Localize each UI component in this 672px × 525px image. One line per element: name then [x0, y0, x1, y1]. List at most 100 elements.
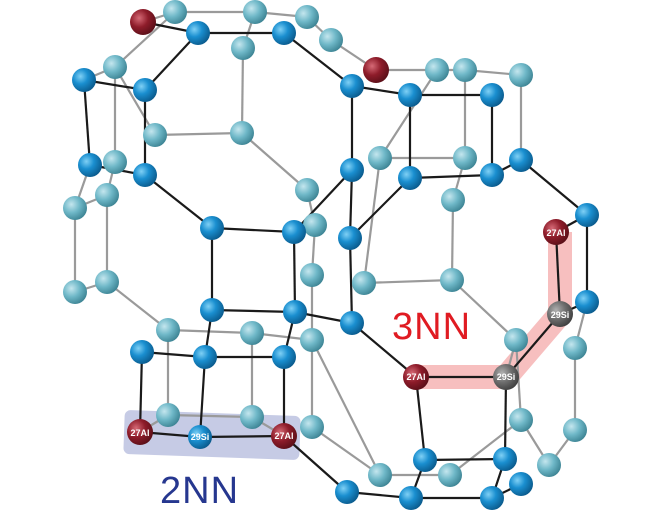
back-silicon-atom	[240, 321, 264, 345]
back-silicon-atom	[300, 328, 324, 352]
front-bond	[199, 434, 285, 439]
silicon-atom	[575, 290, 599, 314]
back-silicon-atom	[295, 178, 319, 202]
front-bond	[505, 313, 561, 378]
tag-si-2nn-middle: 29Si	[191, 432, 210, 442]
back-silicon-atom	[240, 405, 264, 429]
back-bond	[311, 426, 381, 476]
back-silicon-atom	[453, 58, 477, 82]
three-nn-label: 3NN	[392, 306, 472, 348]
front-bond	[520, 159, 588, 216]
silicon-atom	[78, 153, 102, 177]
silicon-atom	[283, 300, 307, 324]
silicon-atom	[133, 163, 157, 187]
silicon-atom	[335, 480, 359, 504]
back-silicon-atom	[95, 183, 119, 207]
back-bond	[154, 131, 243, 137]
silicon-atom	[200, 216, 224, 240]
front-bond	[283, 32, 353, 87]
silicon-atom	[200, 298, 224, 322]
silicon-atom	[575, 203, 599, 227]
back-silicon-atom	[163, 0, 187, 24]
back-silicon-atom	[368, 463, 392, 487]
tag-si-3nn-right: 29Si	[497, 372, 516, 382]
back-bond	[363, 278, 453, 285]
back-silicon-atom	[352, 271, 376, 295]
back-bond	[451, 279, 517, 341]
silicon-atom	[272, 345, 296, 369]
front-bond	[348, 237, 354, 324]
aluminum-atom	[543, 219, 569, 245]
silicon-atom	[493, 447, 517, 471]
silicon-29-atom	[547, 301, 573, 327]
back-silicon-atom	[509, 408, 533, 432]
tag-al-2nn-right: 27Al	[274, 431, 293, 441]
aluminum-atom	[403, 364, 429, 390]
back-silicon-atom	[63, 196, 87, 220]
back-silicon-atom	[368, 146, 392, 170]
front-bond	[409, 173, 493, 180]
back-silicon-atom	[300, 263, 324, 287]
front-bond	[414, 376, 427, 461]
silicon-atom	[509, 472, 533, 496]
back-silicon-atom	[440, 268, 464, 292]
aluminum-atom	[127, 419, 153, 445]
tag-al-3nn-left: 27Al	[406, 372, 425, 382]
front-bond	[424, 457, 506, 462]
silicon-atom	[338, 226, 362, 250]
back-silicon-atom	[425, 58, 449, 82]
back-silicon-atom	[303, 213, 327, 237]
back-bond	[449, 419, 522, 476]
silicon-atom	[480, 486, 504, 510]
back-bond	[167, 413, 253, 419]
three-nn-highlight	[416, 232, 572, 389]
back-silicon-atom	[103, 55, 127, 79]
front-bond	[349, 177, 411, 239]
silicon-atom	[282, 220, 306, 244]
silicon-atom	[413, 448, 437, 472]
back-silicon-atom	[504, 328, 528, 352]
silicon-atom	[399, 486, 423, 510]
aluminum-atom	[271, 423, 297, 449]
two-nn-label: 2NN	[160, 470, 240, 512]
back-silicon-atom	[243, 0, 267, 24]
back-silicon-atom	[95, 270, 119, 294]
aluminum-atom	[363, 57, 389, 83]
silicon-29-atom	[493, 364, 519, 390]
silicon-atom	[480, 163, 504, 187]
back-silicon-atom	[230, 121, 254, 145]
silicon-atom	[480, 83, 504, 107]
back-silicon-atom	[143, 123, 167, 147]
front-bond	[198, 356, 207, 438]
silicon-atom	[72, 68, 96, 92]
front-bond	[292, 231, 297, 313]
back-bond	[362, 157, 382, 284]
back-silicon-atom	[563, 418, 587, 442]
atoms	[63, 0, 599, 510]
tag-si-3nn-mid: 29Si	[551, 310, 570, 320]
front-bond	[144, 32, 199, 91]
front-bond	[503, 376, 508, 460]
silicon-atom	[272, 21, 296, 45]
back-silicon-atom	[563, 336, 587, 360]
back-bond	[114, 66, 156, 136]
front-bond	[82, 79, 92, 166]
silicon-atom	[193, 345, 217, 369]
tag-al-2nn-left: 27Al	[130, 428, 149, 438]
back-silicon-atom	[295, 5, 319, 29]
back-silicon-atom	[438, 463, 462, 487]
silicon-atom	[398, 83, 422, 107]
back-silicon-atom	[103, 150, 127, 174]
back-silicon-atom	[453, 146, 477, 170]
back-bond	[241, 132, 308, 191]
back-bond	[114, 11, 176, 68]
silicon-atom	[188, 425, 212, 449]
back-silicon-atom	[441, 188, 465, 212]
back-silicon-atom	[319, 28, 343, 52]
silicon-atom	[340, 158, 364, 182]
silicon-atom	[398, 166, 422, 190]
back-silicon-atom	[156, 318, 180, 342]
back-silicon-atom	[509, 63, 533, 87]
